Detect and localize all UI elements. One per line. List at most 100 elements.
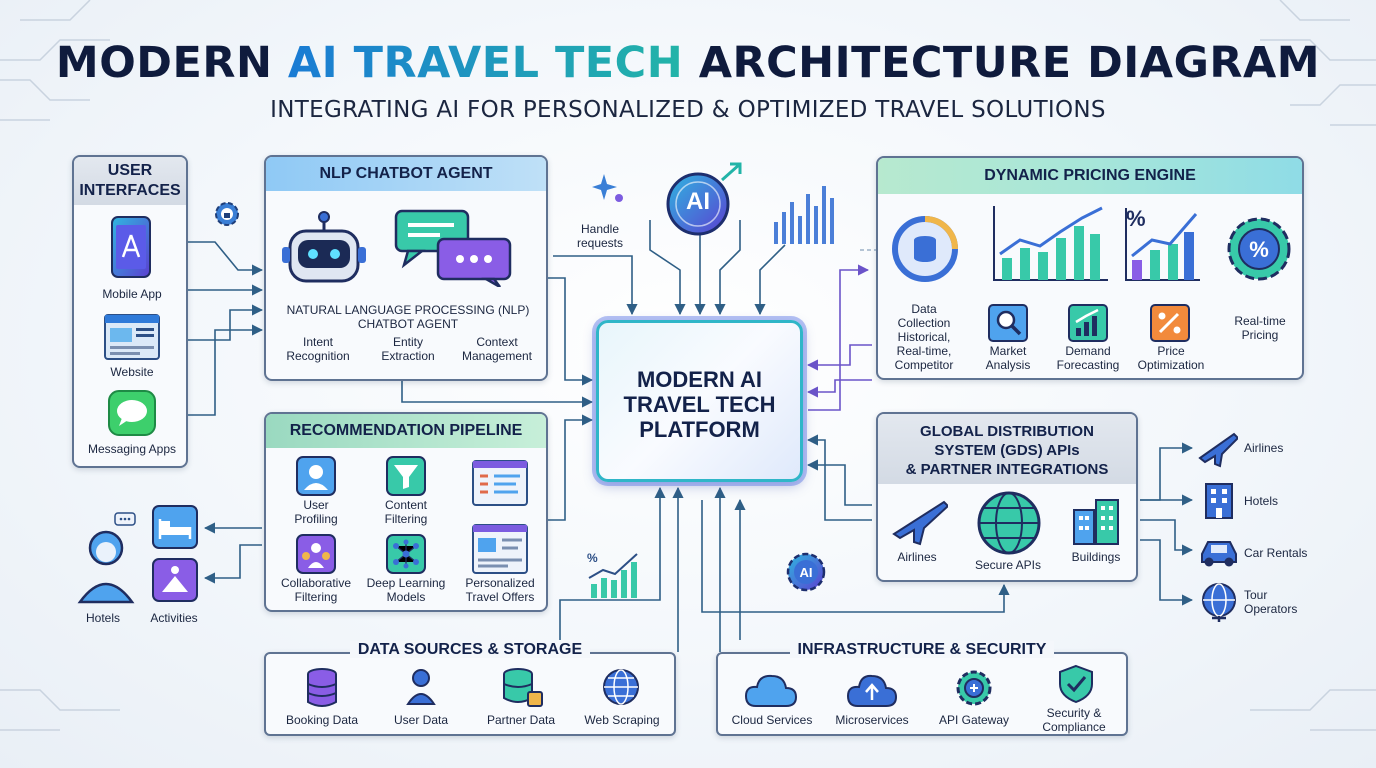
hotels-output-label: Hotels: [85, 611, 120, 625]
secure-apis-label: Secure APIs: [974, 558, 1042, 572]
website-icon: [104, 314, 160, 360]
messaging-icon: [108, 390, 156, 436]
offers-list-icon: [472, 460, 528, 506]
user-data-icon: [406, 669, 436, 705]
context-management-label: Context Management: [461, 335, 533, 363]
user-profiling-label: User Profiling: [294, 498, 338, 526]
dynamic-pricing-header: DYNAMIC PRICING ENGINE: [878, 158, 1302, 194]
chat-bubbles-icon: [394, 209, 512, 287]
user-data-label: User Data: [393, 713, 449, 727]
cloud-services-label: Cloud Services: [731, 713, 813, 727]
collaborative-filtering-icon: [296, 534, 336, 574]
user-profiling-icon: [296, 456, 336, 496]
gds-airlines-label: Airlines: [897, 550, 937, 564]
svg-text:%: %: [1126, 206, 1146, 231]
partner-hotels-label: Hotels: [1244, 494, 1279, 508]
personalized-offers-icon: [472, 524, 528, 574]
buildings-label: Buildings: [1071, 550, 1121, 564]
data-sources-title: DATA SOURCES & STORAGE: [266, 641, 674, 659]
user-interfaces-panel: USER INTERFACES Mobile App Website Messa…: [72, 155, 188, 468]
chat-mini-icon: [114, 512, 136, 526]
web-scraping-label: Web Scraping: [584, 713, 660, 727]
traveler-avatar-icon: [77, 530, 135, 604]
circuit-decoration: [0, 0, 1376, 731]
partner-airlines-icon: [1198, 432, 1238, 468]
data-collection-label: Data Collection Historical, Real-time, C…: [894, 302, 954, 372]
title-part-2: AI TRAVEL TECH: [287, 38, 684, 88]
deep-learning-label: Deep Learning Models: [366, 576, 446, 604]
percent-chart-icon: %: [1125, 206, 1200, 281]
svg-text:%: %: [1249, 237, 1269, 262]
demand-forecasting-icon: [1068, 304, 1108, 342]
mobile-app-label: Mobile App: [102, 287, 162, 301]
title-part-1: MODERN: [55, 38, 288, 88]
cloud-icon: [744, 674, 798, 707]
hotel-bed-icon: [152, 505, 198, 549]
page-title: MODERN AI TRAVEL TECH ARCHITECTURE DIAGR…: [0, 38, 1376, 88]
partner-hotels-icon: [1205, 483, 1233, 519]
microservices-label: Microservices: [835, 713, 909, 727]
api-gateway-icon: [956, 670, 992, 706]
user-interfaces-header: USER INTERFACES: [74, 157, 186, 205]
tour-operators-icon: [1202, 583, 1236, 622]
robot-icon: [282, 211, 366, 283]
mobile-app-icon: [111, 216, 151, 278]
svg-text:%: %: [587, 551, 598, 565]
deep-learning-icon: [386, 534, 426, 574]
microservices-icon: [846, 674, 898, 707]
price-optimization-label: Price Optimization: [1137, 344, 1205, 372]
line-chart-icon: [993, 206, 1108, 281]
market-analysis-icon: [988, 304, 1028, 342]
database-icon: [307, 668, 337, 707]
real-time-pricing-label: Real-time Pricing: [1234, 314, 1286, 342]
data-sources-panel: DATA SOURCES & STORAGE Booking Data User…: [264, 641, 676, 736]
infrastructure-title: INFRASTRUCTURE & SECURITY: [718, 641, 1126, 659]
web-scraping-icon: [603, 669, 639, 705]
page-subtitle: INTEGRATING AI FOR PERSONALIZED & OPTIMI…: [270, 97, 1106, 123]
gds-header: GLOBAL DISTRIBUTION SYSTEM (GDS) APIs & …: [878, 414, 1136, 484]
nlp-chatbot-header: NLP CHATBOT AGENT: [266, 157, 546, 191]
content-filtering-label: Content Filtering: [384, 498, 428, 526]
market-analysis-label: Market Analysis: [985, 344, 1031, 372]
growth-chart-icon: %: [587, 551, 638, 598]
buildings-icon: [1073, 499, 1119, 545]
core-platform-box[interactable]: MODERN AI TRAVEL TECH PLATFORM: [596, 320, 803, 482]
website-label: Website: [110, 365, 154, 379]
ai-brain-icon: [666, 162, 742, 236]
nlp-chatbot-panel: NLP CHATBOT AGENT NATURAL LANGUAGE PROCE…: [264, 155, 548, 381]
security-shield-icon: [1059, 664, 1093, 704]
personalized-offers-label: Personalized Travel Offers: [465, 576, 535, 604]
data-collection-icon: [892, 216, 958, 282]
security-compliance-label: Security & Compliance: [1042, 706, 1106, 734]
nlp-description: NATURAL LANGUAGE PROCESSING (NLP) CHATBO…: [286, 303, 530, 331]
handle-requests-label: Handle requests: [576, 222, 624, 250]
title-part-3: ARCHITECTURE DIAGRAM: [683, 38, 1321, 88]
car-rentals-label: Car Rentals: [1244, 546, 1308, 560]
collaborative-filtering-label: Collaborative Filtering: [280, 576, 352, 604]
api-gateway-label: API Gateway: [938, 713, 1010, 727]
recommendation-pipeline-header: RECOMMENDATION PIPELINE: [266, 414, 546, 448]
price-optimization-icon: [1150, 304, 1190, 342]
security-gear-icon: [215, 202, 239, 226]
pricing-gear-icon: %: [1227, 217, 1291, 281]
messaging-apps-label: Messaging Apps: [87, 442, 177, 456]
car-rental-icon: [1201, 541, 1237, 567]
core-platform-title: MODERN AI TRAVEL TECH PLATFORM: [623, 367, 776, 442]
airplane-icon: [892, 500, 948, 546]
ai-brain-label: AI: [686, 188, 710, 215]
booking-data-label: Booking Data: [285, 713, 359, 727]
gds-panel: GLOBAL DISTRIBUTION SYSTEM (GDS) APIs & …: [876, 412, 1138, 582]
partner-airlines-label: Airlines: [1244, 441, 1284, 455]
bar-chart-icon: [774, 186, 834, 244]
sparkle-icon: [592, 174, 623, 202]
ai-gear-icon: AI: [786, 552, 826, 592]
svg-text:AI: AI: [800, 565, 813, 580]
infrastructure-panel: INFRASTRUCTURE & SECURITY Cloud Services…: [716, 641, 1128, 736]
demand-forecasting-label: Demand Forecasting: [1056, 344, 1120, 372]
partner-data-icon: [503, 668, 543, 707]
activities-icon: [152, 558, 198, 602]
globe-icon: [977, 491, 1041, 555]
tour-operators-label: Tour Operators: [1244, 588, 1298, 616]
entity-extraction-label: Entity Extraction: [381, 335, 435, 363]
dynamic-pricing-panel: DYNAMIC PRICING ENGINE % % Data Collecti…: [876, 156, 1304, 380]
